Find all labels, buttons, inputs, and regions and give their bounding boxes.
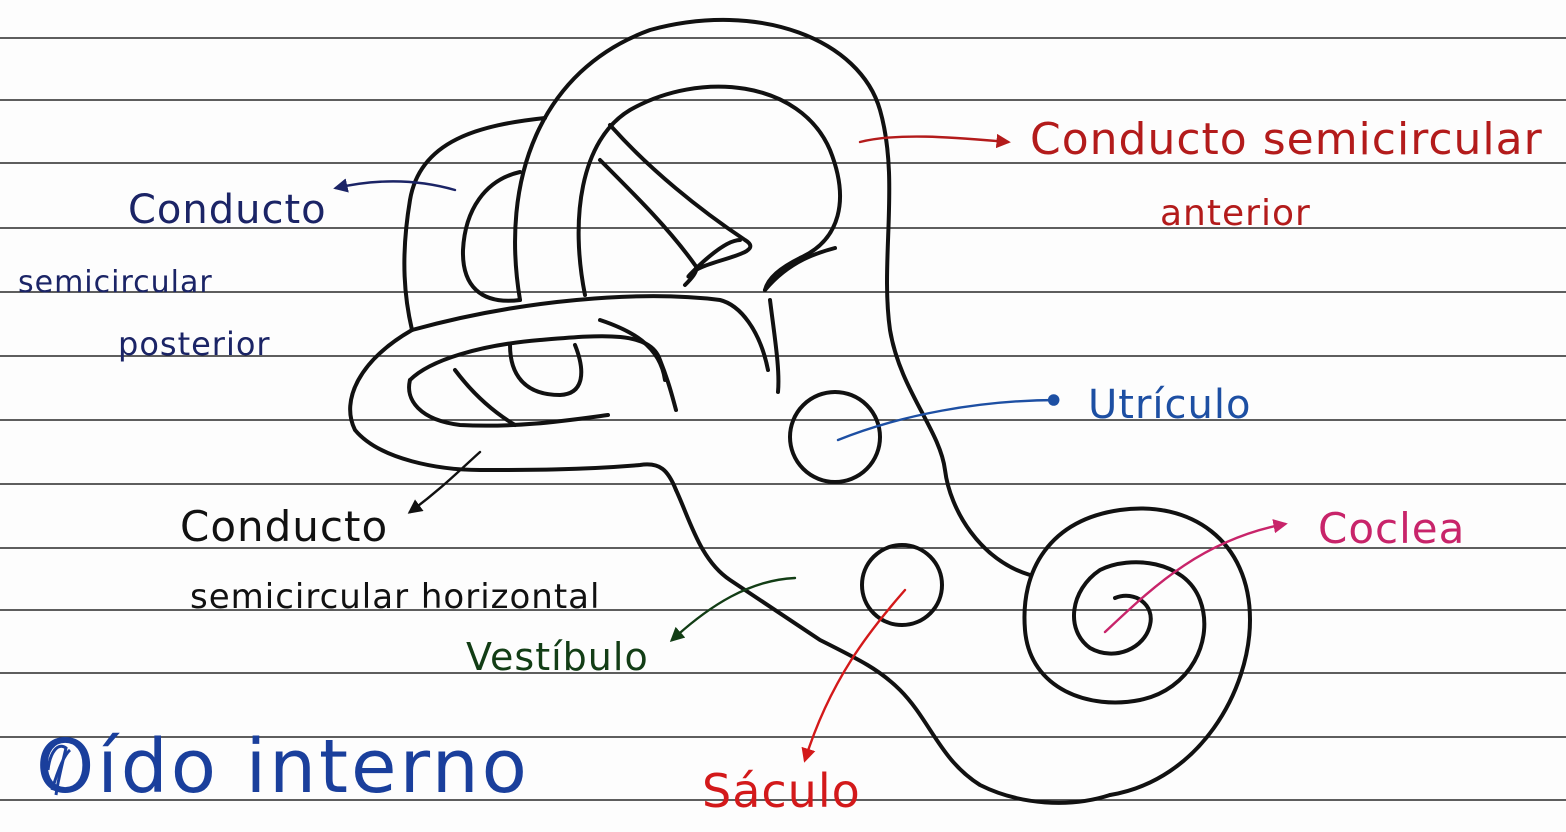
arrow-anterior (858, 133, 1011, 149)
utricle (788, 390, 882, 484)
title-o-shading (46, 744, 72, 796)
horizontal-canal-outer (348, 328, 678, 492)
vestibule-body (674, 488, 1112, 805)
arrow-posterior (333, 178, 457, 193)
label-anterior-canal: Conducto semicircular (1030, 114, 1543, 165)
annotation-arrows (333, 133, 1288, 763)
page-title: Oído interno (36, 724, 530, 810)
anterior-canal-outer (513, 17, 1032, 577)
label-posterior-canal-line3: posterior (118, 325, 271, 363)
label-anterior-canal-line2: anterior (1160, 193, 1311, 234)
arrow-vestibulo (669, 576, 797, 642)
cochlea-spiral (1022, 506, 1252, 797)
label-horizontal-canal: Conducto (180, 502, 389, 551)
horizontal-canal-inner (408, 334, 678, 412)
label-saccule: Sáculo (702, 764, 861, 818)
label-cochlea: Coclea (1318, 504, 1466, 553)
saccule (860, 543, 944, 627)
arrow-utriculo (836, 394, 1060, 442)
posterior-canal-outer (402, 116, 547, 332)
label-posterior-canal-line2: semicircular (18, 265, 213, 300)
label-utricle: Utrículo (1088, 382, 1252, 428)
arrow-saculo (801, 588, 907, 763)
arrow-coclea (1103, 519, 1288, 634)
posterior-canal-inner (460, 170, 522, 303)
label-horizontal-canal-line2: semicircular horizontal (190, 577, 601, 617)
arrow-horizontal (407, 450, 482, 514)
horizontal-canal-band (410, 294, 770, 372)
label-vestibule: Vestíbulo (466, 635, 649, 679)
anterior-canal-inner (576, 84, 842, 297)
label-posterior-canal: Conducto (128, 187, 327, 233)
ruled-lines (0, 37, 1566, 801)
inner-ear-outline (348, 17, 1252, 805)
